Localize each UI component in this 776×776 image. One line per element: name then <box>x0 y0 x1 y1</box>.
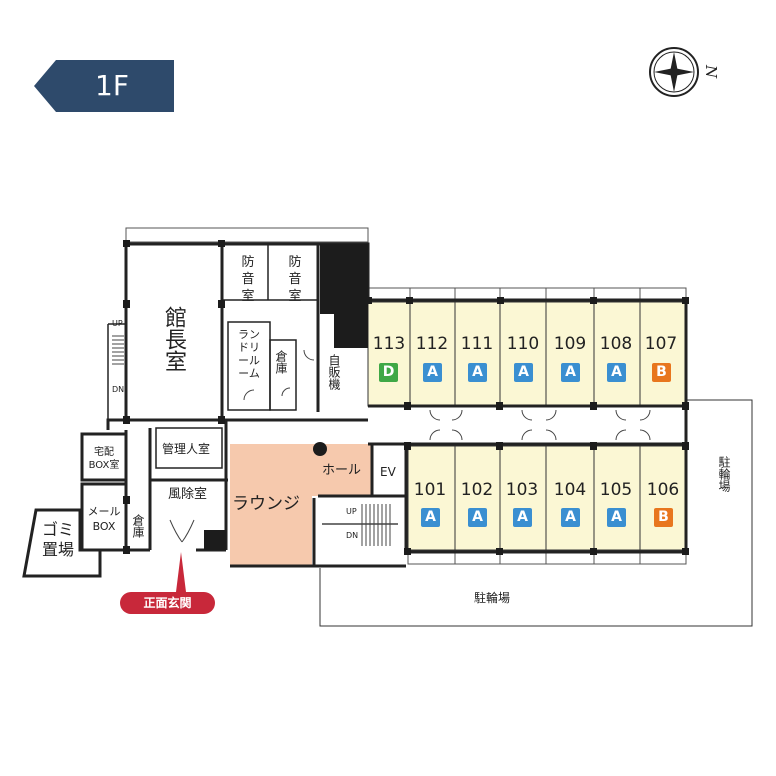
unit-type-badge: B <box>652 363 671 382</box>
unit-type-badge: A <box>421 508 440 527</box>
pillar <box>204 530 226 550</box>
vending-machine-label: 自販機 <box>327 354 341 390</box>
unit-type-badge: A <box>468 363 487 382</box>
unit-number: 104 <box>553 480 587 500</box>
storage-label: 倉庫 <box>131 514 145 538</box>
elevator-label: EV <box>380 465 396 479</box>
delivery-box-label: 宅配BOX室 <box>88 447 120 471</box>
hall-label: ホール <box>322 463 362 478</box>
lounge-label: ラウンジ <box>232 494 300 514</box>
unit-type-badge: A <box>561 363 580 382</box>
thin-walls <box>107 244 410 469</box>
unit-type-badge: D <box>379 363 398 382</box>
entrance-pointer <box>176 552 186 592</box>
laundry-room-label: ランドリールーム <box>238 328 260 380</box>
compass-north-letter: N <box>702 64 721 79</box>
bike-parking-label: 駐輪場 <box>717 456 731 492</box>
unit-number: 109 <box>553 334 587 354</box>
door-swings <box>169 349 651 543</box>
unit-type-badge: A <box>607 363 626 382</box>
stairs-center <box>322 504 398 546</box>
unit-number: 111 <box>460 334 494 354</box>
floor-label-tab: 1F <box>34 60 174 112</box>
storage-label: 倉庫 <box>274 350 288 374</box>
stair-up-label: UP <box>346 507 357 516</box>
soundproof-room-label: 防音室 <box>288 255 302 304</box>
unit-type-badge: A <box>607 508 626 527</box>
unit-number: 105 <box>599 480 633 500</box>
manager-room-label: 管理人室 <box>162 442 211 456</box>
garbage-area-label: ゴミ置場 <box>41 520 74 559</box>
lounge-area <box>230 444 372 566</box>
unit-number: 110 <box>506 334 540 354</box>
unit-type-badge: A <box>423 363 442 382</box>
unit-fills <box>367 301 687 551</box>
bike-parking-label: 駐輪場 <box>474 591 511 605</box>
bike-parking-outline <box>319 399 753 627</box>
windbreak-room-label: 風除室 <box>168 487 208 502</box>
unit-number: 101 <box>413 480 447 500</box>
unit-number: 106 <box>646 480 680 500</box>
shaft-lower <box>334 314 368 348</box>
elevator-shaft <box>320 244 368 314</box>
unit-type-badge: A <box>561 508 580 527</box>
unit-type-badge: A <box>514 363 533 382</box>
unit-number: 107 <box>644 334 678 354</box>
unit-number: 112 <box>415 334 449 354</box>
column-dot <box>313 442 327 456</box>
unit-type-badge: B <box>654 508 673 527</box>
soundproof-room-label: 防音室 <box>241 255 255 304</box>
stair-down-label: DN <box>112 385 125 394</box>
mail-box-label: メールBOX <box>87 505 121 533</box>
unit-number: 102 <box>460 480 494 500</box>
pillars <box>123 240 689 555</box>
unit-type-badge: A <box>513 508 532 527</box>
compass-icon <box>649 47 699 97</box>
unit-number: 103 <box>505 480 539 500</box>
unit-number: 108 <box>599 334 633 354</box>
unit-type-badge: A <box>468 508 487 527</box>
unit-number: 113 <box>372 334 406 354</box>
garbage-area <box>22 508 102 578</box>
stair-down-label: DN <box>346 531 359 540</box>
director-room-label: 館長室 <box>161 306 186 372</box>
stairs-left <box>112 335 124 365</box>
stair-up-label: UP <box>112 319 123 328</box>
main-entrance-tag: 正面玄関 <box>120 592 215 614</box>
